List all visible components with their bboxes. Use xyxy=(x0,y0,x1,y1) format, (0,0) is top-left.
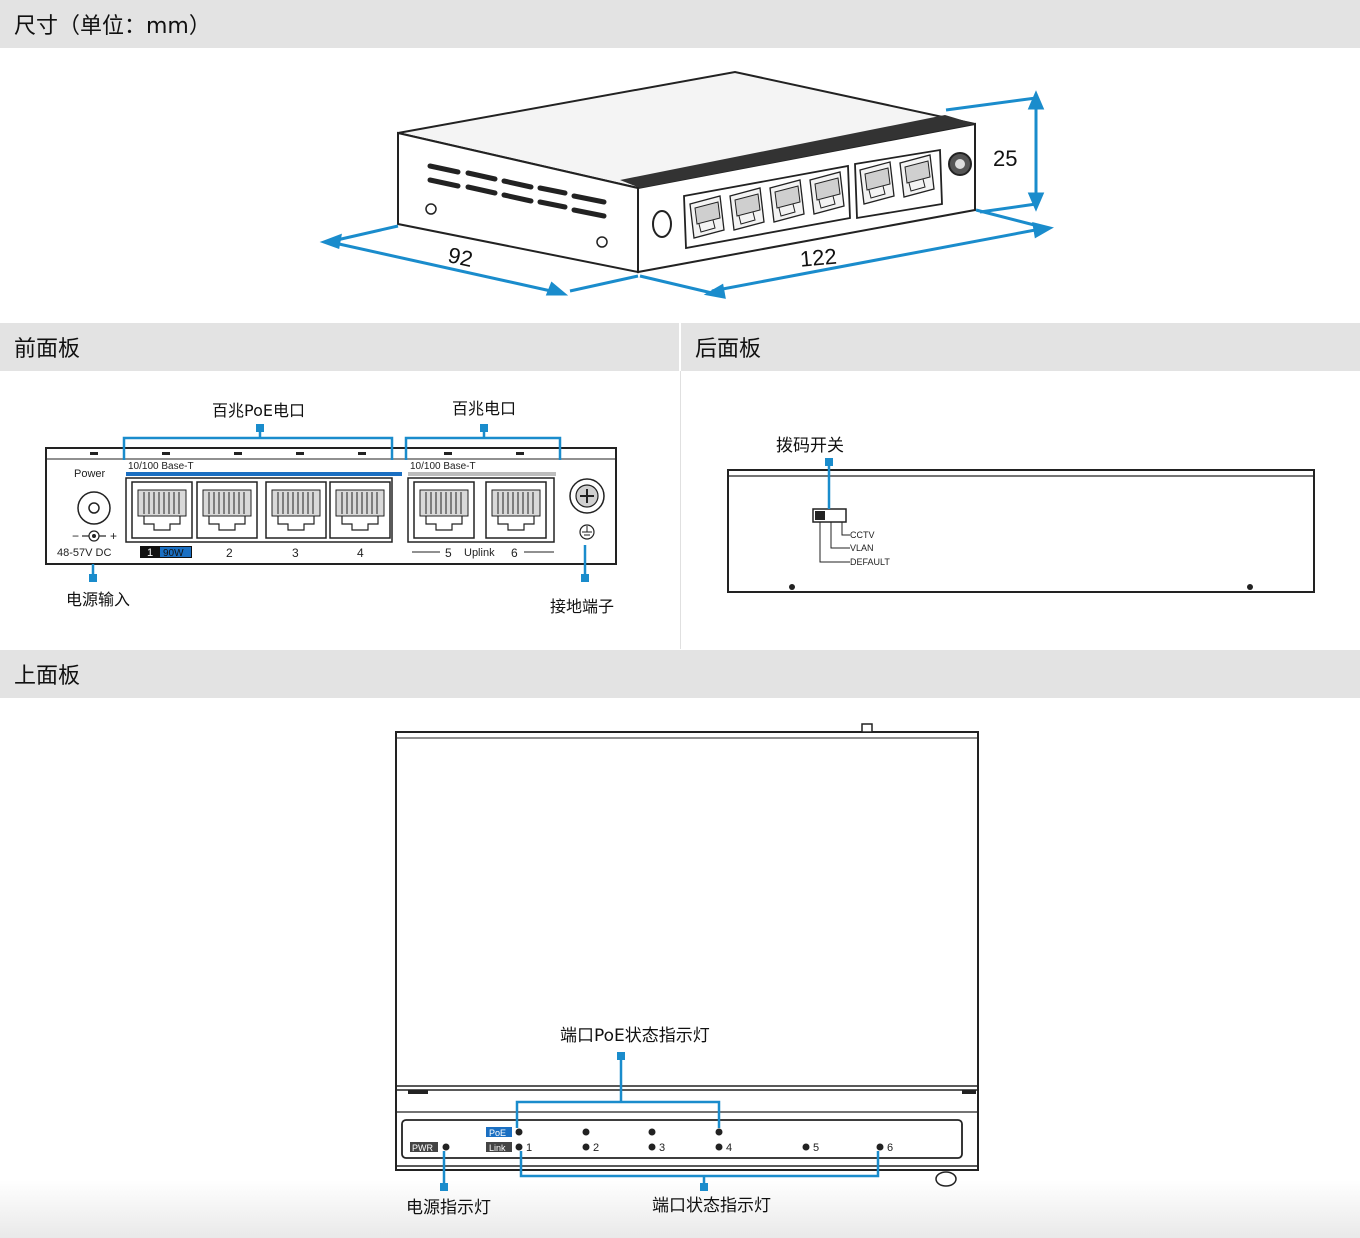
led-label-port2: 2 xyxy=(593,1142,599,1154)
panel-divider xyxy=(680,371,681,649)
led-label-port3: 3 xyxy=(659,1142,665,1154)
section-title-top-panel-text: 上面板 xyxy=(14,664,81,689)
front-label-uplink: Uplink xyxy=(464,547,495,559)
dimension-lines xyxy=(319,90,1054,299)
callout-ground: 接地端子 xyxy=(550,597,614,616)
led-label-port1: 1 xyxy=(526,1142,532,1154)
front-label-polarity-minus: − xyxy=(72,529,79,543)
device-3d-view xyxy=(397,70,976,274)
front-label-port3: 3 xyxy=(292,546,299,560)
section-title-rear-panel: 后面板 xyxy=(681,323,1360,371)
led-label-port6: 6 xyxy=(887,1142,893,1154)
rear-callout-marker xyxy=(825,458,833,466)
front-label-base-t: 10/100 Base-T xyxy=(410,461,476,472)
rear-panel-drawing xyxy=(727,469,1315,593)
callout-ports: 百兆电口 xyxy=(452,399,516,418)
dimension-depth: 92 xyxy=(446,242,475,272)
section-title-top-panel: 上面板 xyxy=(0,650,1360,698)
front-label-90w: 90W xyxy=(163,548,184,559)
led-label-poe: PoE xyxy=(489,1128,506,1138)
section-title-rear-panel-text: 后面板 xyxy=(695,337,762,362)
callout-power-led: 电源指示灯 xyxy=(406,1198,491,1218)
led-label-pwr: PWR xyxy=(412,1143,433,1153)
front-label-power: Power xyxy=(74,468,106,480)
front-label-voltage: 48-57V DC xyxy=(57,547,111,559)
led-label-link: Link xyxy=(489,1143,506,1153)
callout-port-led: 端口状态指示灯 xyxy=(652,1196,771,1216)
led-label-port4: 4 xyxy=(726,1142,732,1154)
front-label-port6: 6 xyxy=(511,546,518,560)
top-panel-drawing xyxy=(395,723,979,1187)
callout-power-input: 电源输入 xyxy=(66,590,130,609)
dip-label-vlan: VLAN xyxy=(850,543,874,553)
front-label-port2: 2 xyxy=(226,546,233,560)
section-title-dimensions: 尺寸（单位：mm） xyxy=(0,0,1360,48)
dip-label-cctv: CCTV xyxy=(850,530,875,540)
section-title-front-panel-text: 前面板 xyxy=(14,337,81,362)
top-callout-lines xyxy=(442,1060,880,1186)
front-label-polarity-plus: + xyxy=(110,529,117,543)
callout-dip-switch: 拨码开关 xyxy=(776,436,844,456)
callout-poe-ports: 百兆PoE电口 xyxy=(212,401,305,420)
section-title-dimensions-text: 尺寸（单位：mm） xyxy=(14,14,211,39)
dip-label-default: DEFAULT xyxy=(850,557,890,567)
dimension-width: 122 xyxy=(799,244,838,272)
section-title-front-panel: 前面板 xyxy=(0,323,679,371)
front-label-port5: 5 xyxy=(445,546,452,560)
front-callout-markers xyxy=(89,424,589,582)
front-label-port4: 4 xyxy=(357,546,364,560)
top-callout-markers xyxy=(440,1052,708,1191)
dimension-height: 25 xyxy=(993,146,1017,171)
front-label-base-t-poe: 10/100 Base-T xyxy=(128,461,194,472)
callout-poe-led: 端口PoE状态指示灯 xyxy=(560,1026,710,1046)
front-callout-lines xyxy=(91,430,587,578)
front-label-port1: 1 xyxy=(147,547,153,559)
front-panel-drawing xyxy=(45,447,617,565)
bottom-fade xyxy=(0,1180,1360,1238)
led-label-port5: 5 xyxy=(813,1142,819,1154)
